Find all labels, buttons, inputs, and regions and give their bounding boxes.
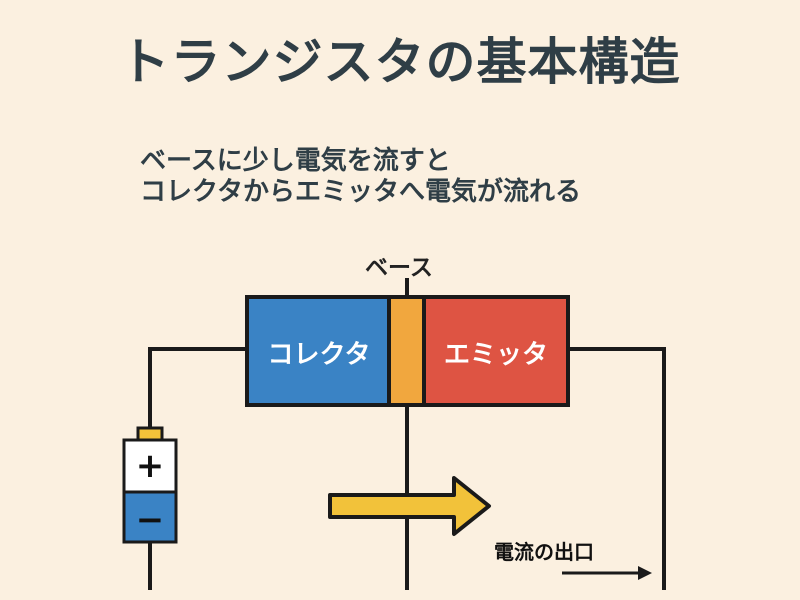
wire-collector — [148, 347, 247, 432]
subtitle-line-1: ベースに少し電気を流すと — [140, 146, 451, 176]
subtitle: ベースに少し電気を流すと コレクタからエミッタへ電気が流れる — [140, 146, 581, 208]
label-emitter: エミッタ — [443, 340, 548, 370]
wire-emitter — [566, 347, 666, 590]
subtitle-line-2: コレクタからエミッタへ電気が流れる — [140, 177, 581, 207]
emitter-region — [424, 297, 568, 405]
battery-plus-sign: + — [135, 446, 165, 486]
transistor-outline — [245, 295, 570, 407]
battery-negative — [122, 490, 178, 544]
base-region — [389, 297, 424, 405]
label-current-outlet: 電流の出口 — [494, 540, 594, 564]
battery-positive — [122, 438, 178, 494]
collector-region — [247, 297, 389, 405]
label-base: ベース — [365, 255, 433, 281]
right-arrow-icon — [328, 476, 491, 536]
battery-minus-sign: − — [135, 500, 165, 540]
page-title: トランジスタの基本構造 — [119, 33, 681, 91]
right-arrow-icon — [638, 566, 652, 580]
battery-cap — [136, 426, 164, 442]
label-collector: コレクタ — [267, 340, 371, 370]
